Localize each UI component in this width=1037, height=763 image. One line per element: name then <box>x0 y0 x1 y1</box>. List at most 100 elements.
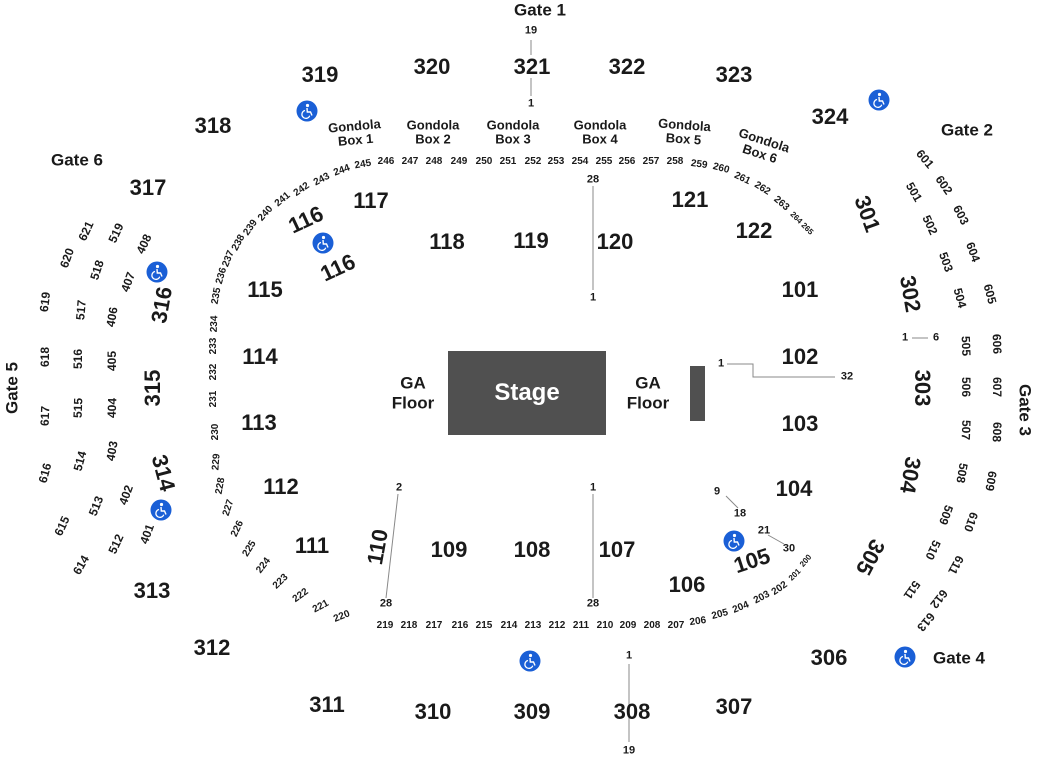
section-209[interactable]: 209 <box>619 620 637 631</box>
section-517[interactable]: 517 <box>73 299 89 321</box>
section-607[interactable]: 607 <box>990 376 1004 398</box>
row-label: 1 <box>527 97 535 110</box>
section-117[interactable]: 117 <box>353 188 389 213</box>
section-257[interactable]: 257 <box>642 156 660 167</box>
section-118[interactable]: 118 <box>429 229 465 254</box>
section-122[interactable]: 122 <box>735 218 773 243</box>
section-319[interactable]: 319 <box>301 62 339 87</box>
section-506[interactable]: 506 <box>959 376 973 398</box>
section-315[interactable]: 315 <box>140 369 165 407</box>
section-306[interactable]: 306 <box>810 645 848 670</box>
section-213[interactable]: 213 <box>524 620 542 631</box>
section-218[interactable]: 218 <box>400 620 418 631</box>
section-231[interactable]: 231 <box>208 390 219 408</box>
section-210[interactable]: 210 <box>596 620 614 631</box>
section-121[interactable]: 121 <box>671 187 709 212</box>
section-310[interactable]: 310 <box>414 699 452 724</box>
section-247[interactable]: 247 <box>401 156 419 167</box>
section-309[interactable]: 309 <box>513 699 551 724</box>
section-255[interactable]: 255 <box>595 156 613 167</box>
section-258[interactable]: 258 <box>666 156 684 167</box>
section-112[interactable]: 112 <box>263 474 299 499</box>
section-505[interactable]: 505 <box>958 335 974 357</box>
section-320[interactable]: 320 <box>413 54 451 79</box>
section-108[interactable]: 108 <box>513 537 551 562</box>
section-304[interactable]: 304 <box>894 454 926 496</box>
section-234[interactable]: 234 <box>208 315 221 333</box>
gondola-box-5[interactable]: Gondola Box 5 <box>657 115 712 148</box>
gondola-box-3[interactable]: Gondola Box 3 <box>486 117 540 146</box>
section-251[interactable]: 251 <box>499 156 517 167</box>
section-109[interactable]: 109 <box>430 537 468 562</box>
section-608[interactable]: 608 <box>989 421 1005 443</box>
section-246[interactable]: 246 <box>377 156 395 167</box>
section-507[interactable]: 507 <box>958 419 974 441</box>
section-101[interactable]: 101 <box>781 277 819 302</box>
section-254[interactable]: 254 <box>571 156 589 167</box>
section-219[interactable]: 219 <box>376 620 394 631</box>
section-103[interactable]: 103 <box>781 411 819 436</box>
section-212[interactable]: 212 <box>548 620 566 631</box>
section-406[interactable]: 406 <box>103 305 121 329</box>
section-115[interactable]: 115 <box>247 277 283 302</box>
section-120[interactable]: 120 <box>596 229 634 254</box>
section-230[interactable]: 230 <box>210 423 221 441</box>
section-313[interactable]: 313 <box>133 578 171 603</box>
section-102[interactable]: 102 <box>781 344 819 369</box>
section-516[interactable]: 516 <box>71 348 85 370</box>
section-249[interactable]: 249 <box>450 156 468 167</box>
section-321[interactable]: 321 <box>513 54 551 79</box>
section-403[interactable]: 403 <box>103 439 121 463</box>
section-302[interactable]: 302 <box>894 273 926 315</box>
section-119[interactable]: 119 <box>513 228 549 253</box>
section-107[interactable]: 107 <box>598 537 636 562</box>
gondola-box-4[interactable]: Gondola Box 4 <box>573 117 627 146</box>
section-404[interactable]: 404 <box>104 397 120 419</box>
ga-floor-right[interactable]: GA Floor <box>626 373 670 412</box>
section-508[interactable]: 508 <box>953 461 971 485</box>
gondola-box-2[interactable]: Gondola Box 2 <box>406 117 460 146</box>
section-250[interactable]: 250 <box>475 156 493 167</box>
section-609[interactable]: 609 <box>982 469 1000 493</box>
section-606[interactable]: 606 <box>989 333 1005 355</box>
section-229[interactable]: 229 <box>210 453 223 471</box>
section-324[interactable]: 324 <box>811 104 849 129</box>
section-311[interactable]: 311 <box>309 692 345 717</box>
section-207[interactable]: 207 <box>667 620 685 631</box>
section-618[interactable]: 618 <box>38 346 52 368</box>
section-515[interactable]: 515 <box>70 397 86 419</box>
section-211[interactable]: 211 <box>572 620 590 631</box>
section-619[interactable]: 619 <box>36 291 54 313</box>
section-216[interactable]: 216 <box>451 620 469 631</box>
section-232[interactable]: 232 <box>208 363 219 381</box>
section-114[interactable]: 114 <box>242 344 278 369</box>
section-214[interactable]: 214 <box>500 620 518 631</box>
section-111[interactable]: 111 <box>294 533 330 558</box>
section-322[interactable]: 322 <box>608 54 646 79</box>
section-259[interactable]: 259 <box>690 157 709 172</box>
section-208[interactable]: 208 <box>643 620 661 631</box>
section-256[interactable]: 256 <box>618 156 636 167</box>
section-252[interactable]: 252 <box>524 156 542 167</box>
section-317[interactable]: 317 <box>129 175 167 200</box>
section-104[interactable]: 104 <box>775 476 813 501</box>
section-312[interactable]: 312 <box>193 635 231 660</box>
section-215[interactable]: 215 <box>475 620 493 631</box>
row-label: 28 <box>586 173 600 186</box>
section-303[interactable]: 303 <box>910 369 935 407</box>
section-617[interactable]: 617 <box>37 405 53 427</box>
section-405[interactable]: 405 <box>105 350 119 372</box>
ga-floor-left[interactable]: GA Floor <box>391 373 435 412</box>
section-233[interactable]: 233 <box>208 337 219 355</box>
section-253[interactable]: 253 <box>547 156 565 167</box>
section-113[interactable]: 113 <box>241 410 277 435</box>
section-106[interactable]: 106 <box>668 572 706 597</box>
section-217[interactable]: 217 <box>425 620 443 631</box>
section-248[interactable]: 248 <box>425 156 443 167</box>
section-323[interactable]: 323 <box>715 62 753 87</box>
section-110[interactable]: 110 <box>362 527 393 567</box>
section-318[interactable]: 318 <box>194 113 232 138</box>
section-308[interactable]: 308 <box>613 699 651 724</box>
section-307[interactable]: 307 <box>715 694 753 719</box>
